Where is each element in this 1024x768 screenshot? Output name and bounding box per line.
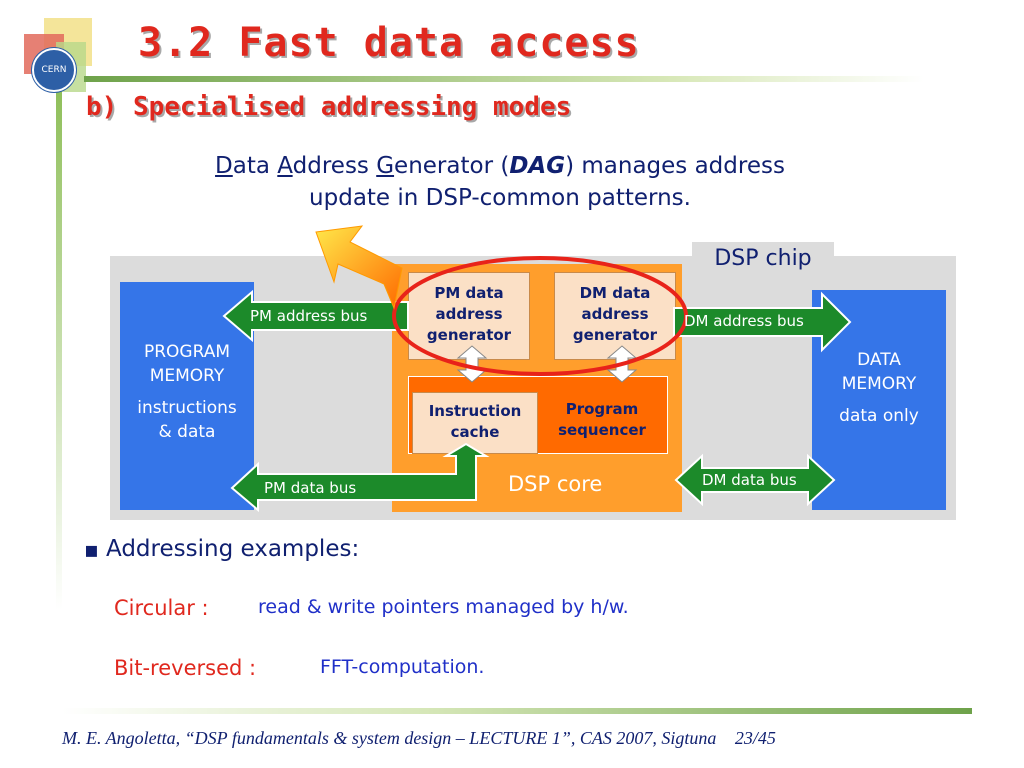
footer-rule: [62, 708, 972, 714]
intro-line-1: Data Address Generator (DAG) manages add…: [150, 150, 850, 182]
icache-line2: cache: [450, 423, 500, 441]
dm-data-bus-label: DM data bus: [702, 471, 797, 489]
dm-address-bus-label: DM address bus: [684, 312, 804, 330]
pm-data-bus-label: PM data bus: [264, 479, 357, 497]
slide-title: 3.2 Fast data access: [138, 20, 640, 66]
pm-gen-line2: address: [435, 305, 503, 323]
pm-address-bus-label: PM address bus: [250, 307, 368, 325]
spark-arrow: [315, 225, 403, 310]
dsp-core-label: DSP core: [508, 472, 603, 496]
icache-line1: Instruction: [428, 402, 522, 420]
side-rule: [56, 90, 62, 610]
examples-heading: Addressing examples:: [106, 536, 360, 562]
data-memory-line2: MEMORY: [841, 374, 917, 394]
example-label-bitreversed: Bit-reversed :: [114, 656, 257, 680]
intro-rest: ) manages address: [565, 153, 785, 179]
chip-label: DSP chip: [714, 246, 812, 271]
footer: M. E. Angoletta, “DSP fundamentals & sys…: [62, 728, 962, 749]
dm-address-bus-arrow: [673, 291, 852, 353]
page-number: 23/45: [734, 728, 776, 748]
sequencer-text: Program sequencer: [541, 399, 663, 441]
intro-ata: ata: [232, 153, 278, 179]
data-memory: DATA MEMORY data only: [812, 290, 946, 510]
dag-acronym: DAG: [509, 153, 566, 179]
sequencer-line2: sequencer: [558, 421, 646, 439]
intro-g: G: [376, 153, 395, 179]
intro-a: A: [277, 153, 293, 179]
pm-address-bus-arrow: [222, 289, 409, 343]
slide-subtitle: b) Specialised addressing modes: [86, 92, 572, 122]
intro-text: Data Address Generator (DAG) manages add…: [150, 150, 850, 214]
intro-ddress: ddress: [292, 153, 377, 179]
example-desc-circular: read & write pointers managed by h/w.: [258, 596, 629, 618]
data-memory-line1: DATA: [857, 350, 901, 370]
program-memory-line1: PROGRAM: [143, 342, 231, 362]
pm-gen-line1: PM data: [434, 284, 504, 302]
footer-citation: M. E. Angoletta, “DSP fundamentals & sys…: [62, 728, 717, 748]
intro-line-2: update in DSP-common patterns.: [309, 185, 691, 211]
dm-gen-line3: generator: [572, 326, 658, 344]
dm-gen-line1: DM data: [579, 284, 651, 302]
dm-gen-line2: address: [581, 305, 649, 323]
logo-text: CERN: [41, 65, 67, 75]
pm-data-bus-arrow: [230, 442, 490, 513]
program-memory-line4: & data: [158, 422, 216, 442]
dm-data-bus-arrow: [674, 453, 836, 507]
data-memory-line3: data only: [839, 406, 919, 426]
intro-enerator: enerator (: [394, 153, 510, 179]
sequencer-line1: Program: [565, 400, 639, 418]
program-memory-line3: instructions: [137, 398, 237, 418]
bullet-square-icon: ▪: [84, 538, 99, 563]
example-label-circular: Circular :: [114, 596, 209, 620]
title-rule: [84, 76, 924, 82]
dag-highlight-ellipse: [392, 256, 688, 376]
program-memory-line2: MEMORY: [149, 366, 225, 386]
pm-gen-line3: generator: [426, 326, 512, 344]
intro-d: D: [215, 153, 233, 179]
example-desc-bitreversed: FFT-computation.: [320, 656, 485, 678]
dm-address-generator: DM data address generator: [554, 272, 676, 360]
cern-logo: CERN: [32, 48, 76, 92]
